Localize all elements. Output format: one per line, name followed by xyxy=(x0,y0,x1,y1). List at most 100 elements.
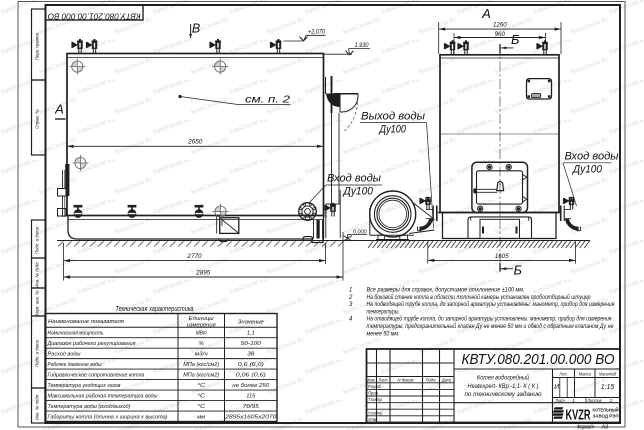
svg-text:Максимальная рабочая температу: Максимальная рабочая температура воды xyxy=(48,393,159,399)
svg-text:МПа (кгс/см2): МПа (кгс/см2) xyxy=(183,362,219,368)
svg-text:Ду100: Ду100 xyxy=(378,124,407,136)
svg-text:КОТЕЛЬНЫЙ: КОТЕЛЬНЫЙ xyxy=(593,408,619,413)
svg-text:Ду100: Ду100 xyxy=(342,186,374,198)
svg-text:Лист: Лист xyxy=(378,377,388,382)
svg-text:не более 250: не более 250 xyxy=(232,383,270,389)
svg-text:0.000: 0.000 xyxy=(353,229,367,235)
svg-text:Пров.: Пров. xyxy=(368,391,379,396)
svg-text:2: 2 xyxy=(348,295,353,301)
svg-text:3: 3 xyxy=(349,302,353,308)
svg-text:На отводящей трубе котла, до з: На отводящей трубе котла, до запорной ар… xyxy=(367,316,613,323)
svg-text:Техническая характеристика: Техническая характеристика xyxy=(116,306,194,313)
svg-text:38: 38 xyxy=(247,352,255,358)
svg-text:Н.контр.: Н.контр. xyxy=(368,410,383,415)
svg-text:Heatexpert- КВр -1,1- К ( К ): Heatexpert- КВр -1,1- К ( К ) xyxy=(468,383,539,390)
svg-text:А: А xyxy=(54,102,64,117)
svg-text:Инв. № дубл.: Инв. № дубл. xyxy=(35,261,40,287)
svg-text:Вход воды: Вход воды xyxy=(327,173,381,185)
svg-text:КВТУ.080.201.00.000 ВО: КВТУ.080.201.00.000 ВО xyxy=(47,11,141,20)
svg-text:%: % xyxy=(199,341,204,347)
svg-text:А3: А3 xyxy=(601,424,609,430)
svg-text:Взам. инв. №: Взам. инв. № xyxy=(35,290,40,317)
svg-text:Расход воды: Расход воды xyxy=(48,352,82,358)
svg-text:°С: °С xyxy=(197,383,206,389)
svg-text:Подп. и дата: Подп. и дата xyxy=(35,339,40,367)
svg-text:1: 1 xyxy=(349,288,352,294)
svg-text:Вход воды: Вход воды xyxy=(565,151,619,163)
svg-text:Лит.: Лит. xyxy=(559,371,568,376)
svg-text:Инв. № подл.: Инв. № подл. xyxy=(35,394,40,421)
svg-text:Габариты котла (длинна х ширин: Габариты котла (длинна х ширина х высота… xyxy=(48,414,168,420)
svg-text:мм: мм xyxy=(197,414,205,420)
svg-text:2770: 2770 xyxy=(186,253,202,260)
svg-text:Формат: Формат xyxy=(577,424,594,430)
svg-text:Перв. примен.: Перв. примен. xyxy=(35,32,40,61)
svg-text:Дата: Дата xyxy=(441,377,451,382)
svg-text:измерения: измерения xyxy=(187,323,216,329)
svg-text:МВт: МВт xyxy=(196,331,207,337)
svg-text:50-100: 50-100 xyxy=(241,341,262,347)
svg-text:Б: Б xyxy=(514,263,523,278)
svg-text:960: 960 xyxy=(495,31,506,38)
svg-text:Номинальная мощность: Номинальная мощность xyxy=(48,331,104,337)
svg-text:Температура воды (вход/выход): Температура воды (вход/выход) xyxy=(48,404,131,410)
svg-text:В: В xyxy=(192,22,200,36)
svg-text:70/95: 70/95 xyxy=(243,404,260,410)
svg-text:4: 4 xyxy=(349,317,353,323)
svg-text:Котел водогрейный: Котел водогрейный xyxy=(477,375,529,382)
svg-text:Б: Б xyxy=(511,32,520,47)
svg-text:1.930: 1.930 xyxy=(355,42,370,49)
svg-text:КВТУ.080.201.00.000 ВО: КВТУ.080.201.00.000 ВО xyxy=(462,352,615,368)
svg-text:1:15: 1:15 xyxy=(601,384,615,391)
svg-text:Подп.: Подп. xyxy=(426,377,437,382)
svg-text:2650: 2650 xyxy=(187,139,203,146)
svg-text:м3/ч: м3/ч xyxy=(195,352,208,358)
svg-text:Справ. №: Справ. № xyxy=(35,109,40,129)
svg-text:На боковой стенке котла в обла: На боковой стенке котла в области топочн… xyxy=(367,294,592,301)
svg-text:Лист: Лист xyxy=(555,398,565,403)
svg-text:Масштаб: Масштаб xyxy=(599,371,616,376)
svg-text:Масса: Масса xyxy=(579,371,591,376)
svg-text:115: 115 xyxy=(246,393,256,399)
svg-text:по техническому заданию: по техническому заданию xyxy=(465,391,542,398)
svg-text:2895: 2895 xyxy=(195,269,211,276)
svg-text:Утв.: Утв. xyxy=(368,417,377,422)
svg-text:2: 2 xyxy=(609,398,613,403)
svg-text:°С: °С xyxy=(197,404,206,410)
svg-text:°С: °С xyxy=(197,393,206,399)
svg-text:температуры.: температуры. xyxy=(367,309,400,315)
svg-text:Ду100: Ду100 xyxy=(571,164,603,176)
svg-text:N докум.: N докум. xyxy=(398,377,415,382)
svg-text:Диапазон рабочего регулировани: Диапазон рабочего регулирования xyxy=(47,341,136,347)
svg-text:1: 1 xyxy=(572,398,575,403)
svg-text:А: А xyxy=(481,6,491,21)
svg-text:1260: 1260 xyxy=(493,22,507,29)
svg-text:Гидравлическое сопротивление к: Гидравлическое сопротивление котла xyxy=(48,372,146,378)
svg-text:KVZR: KVZR xyxy=(566,407,591,424)
svg-text:И: И xyxy=(554,384,560,391)
svg-text:1,1: 1,1 xyxy=(247,331,255,337)
svg-text:см. п. 2: см. п. 2 xyxy=(245,94,290,106)
svg-text:Единицы: Единицы xyxy=(189,316,215,322)
svg-text:Листов: Листов xyxy=(587,398,602,403)
svg-text:МПа (кгс/см2): МПа (кгс/см2) xyxy=(183,372,219,378)
svg-text:температуры, предохранительный: температуры, предохранительный клапан Ду… xyxy=(367,323,615,330)
svg-text:Изм.: Изм. xyxy=(368,377,376,382)
svg-text:Значение: Значение xyxy=(238,320,265,326)
svg-text:На подводящей трубе котла, до: На подводящей трубе котла, до запорной а… xyxy=(367,301,616,308)
svg-text:Т.контр.: Т.контр. xyxy=(368,397,383,402)
svg-text:+2,070: +2,070 xyxy=(308,28,325,35)
svg-text:1605: 1605 xyxy=(495,253,509,260)
svg-text:Наименование показателя: Наименование показателя xyxy=(48,319,124,325)
svg-text:Выход воды: Выход воды xyxy=(361,111,425,123)
svg-text:2895х1605х2070: 2895х1605х2070 xyxy=(224,414,277,420)
svg-text:менее 50 мм.: менее 50 мм. xyxy=(367,331,400,337)
svg-text:Подп. и дата: Подп. и дата xyxy=(35,226,40,254)
svg-text:Температура уходящих газов: Температура уходящих газов xyxy=(48,383,121,389)
svg-text:Все размеры для справок, допус: Все размеры для справок, допустимое откл… xyxy=(367,288,525,294)
svg-text:0,6 (6,0): 0,6 (6,0) xyxy=(238,362,264,368)
svg-text:0,06 (0,6): 0,06 (0,6) xyxy=(236,372,266,378)
svg-text:Рабочее давление воды: Рабочее давление воды xyxy=(48,362,103,368)
svg-text:Разраб.: Разраб. xyxy=(368,384,382,389)
svg-text:ЗАВОД РЭП: ЗАВОД РЭП xyxy=(593,414,619,419)
